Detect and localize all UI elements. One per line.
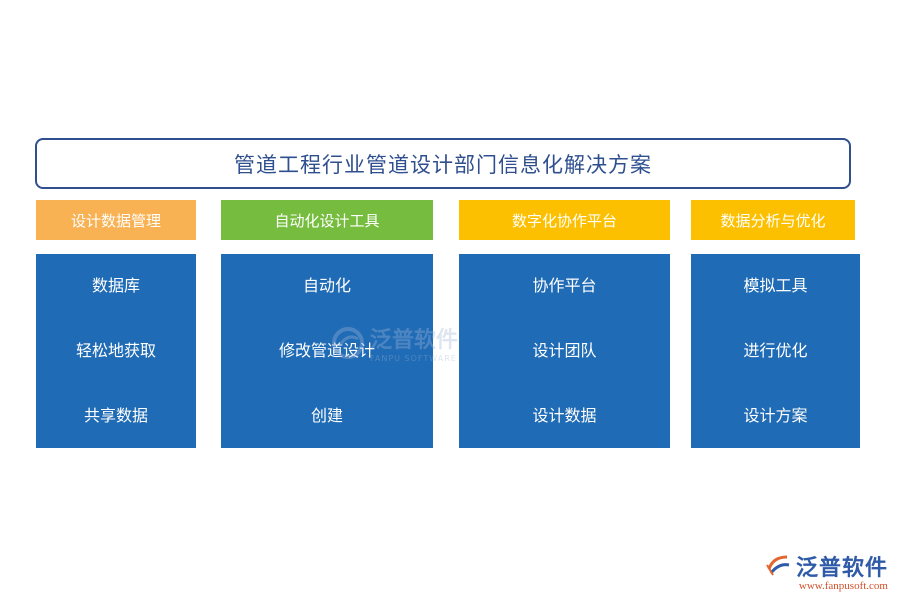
- column-item: 模拟工具: [743, 276, 808, 296]
- column-header-data-management: 设计数据管理: [36, 200, 196, 240]
- brand-logo-url: www.fanpusoft.com: [798, 580, 888, 592]
- brand-logo-text: 泛普软件: [795, 556, 888, 581]
- column-body-analysis-optimization: 模拟工具 进行优化 设计方案: [691, 254, 860, 448]
- column-item: 修改管道设计: [278, 340, 375, 360]
- column-item: 进行优化: [743, 340, 808, 360]
- column-item: 创建: [310, 405, 343, 425]
- column-header-analysis-optimization: 数据分析与优化: [691, 200, 855, 240]
- column-item: 设计方案: [743, 405, 808, 425]
- column-header-automation-tools: 自动化设计工具: [221, 200, 433, 240]
- column-body-collaboration-platform: 协作平台 设计团队 设计数据: [459, 254, 670, 448]
- column-item: 共享数据: [83, 405, 148, 425]
- brand-logo-icon: [766, 555, 790, 576]
- column-item: 轻松地获取: [75, 340, 156, 360]
- column-body-data-management: 数据库 轻松地获取 共享数据: [36, 254, 196, 448]
- column-header-collaboration-platform: 数字化协作平台: [459, 200, 670, 240]
- diagram-title: 管道工程行业管道设计部门信息化解决方案: [35, 138, 851, 189]
- brand-logo: 泛普软件 www.fanpusoft.com: [765, 550, 888, 592]
- column-item: 数据库: [91, 276, 140, 296]
- column-header-label: 设计数据管理: [70, 211, 161, 230]
- column-header-label: 数据分析与优化: [720, 211, 826, 230]
- column-header-label: 自动化设计工具: [274, 211, 380, 230]
- column-item: 协作平台: [532, 276, 597, 296]
- column-header-label: 数字化协作平台: [511, 211, 617, 230]
- column-item: 自动化: [302, 276, 351, 296]
- column-body-automation-tools: 自动化 修改管道设计 创建: [221, 254, 433, 448]
- column-item: 设计团队: [532, 340, 597, 360]
- column-item: 设计数据: [532, 405, 597, 425]
